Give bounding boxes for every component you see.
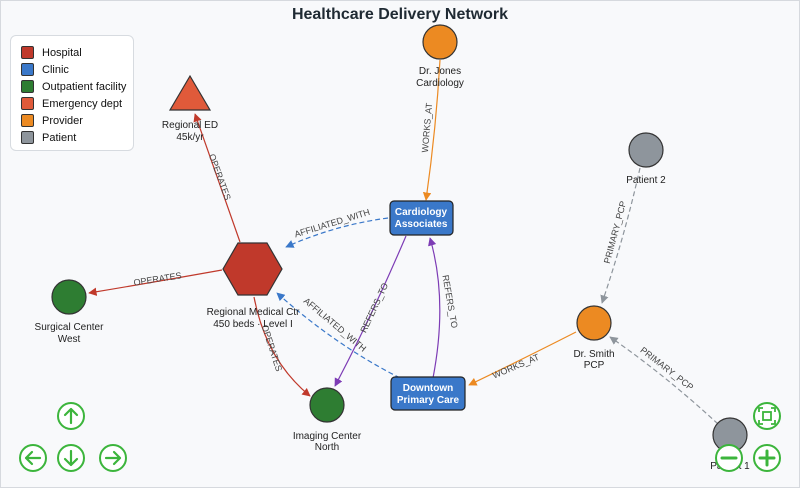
node-label: PCP — [584, 360, 605, 371]
edge-affiliated-cardiology: AFFILIATED_WITH — [285, 207, 389, 248]
node-dr-jones[interactable]: Dr. Jones Cardiology — [416, 24, 464, 89]
edge-label: OPERATES — [133, 270, 182, 287]
node-regional-ed[interactable]: Regional ED 45k/yr — [162, 74, 218, 143]
arrow-right-icon — [104, 450, 122, 466]
node-label: Surgical Center — [35, 322, 105, 333]
edge-primary-pcp-p2: PRIMARY_PCP — [600, 167, 641, 304]
pan-right-button[interactable] — [99, 444, 127, 472]
edge-label: WORKS_AT — [420, 102, 434, 153]
legend-swatch-emergency — [21, 97, 34, 110]
legend: Hospital Clinic Outpatient facility Emer… — [10, 35, 134, 151]
edge-label: OPERATES — [207, 153, 233, 202]
arrow-down-icon — [63, 449, 79, 467]
legend-swatch-patient — [21, 131, 34, 144]
node-label: 45k/yr — [176, 132, 204, 143]
diagram-title: Healthcare Delivery Network — [291, 6, 509, 23]
legend-label: Clinic — [42, 63, 69, 76]
legend-label: Provider — [42, 114, 83, 127]
node-label: Patient 2 — [626, 175, 666, 186]
legend-item-clinic: Clinic — [21, 61, 133, 78]
pan-down-button[interactable] — [57, 444, 85, 472]
pan-up-button[interactable] — [57, 402, 85, 430]
edge-primary-pcp-p1: PRIMARY_PCP — [609, 336, 719, 425]
node-cardiology-associates[interactable]: Cardiology Associates — [389, 200, 454, 236]
node-downtown-primary-care[interactable]: Downtown Primary Care — [390, 376, 466, 411]
node-surgical-center-west[interactable]: Surgical Center West — [35, 279, 105, 345]
legend-label: Emergency dept — [42, 97, 123, 110]
edge-refers-cardio-imaging: REFERS_TO — [334, 235, 407, 387]
edge-operates-surgical: OPERATES — [88, 269, 223, 296]
legend-label: Outpatient facility — [42, 80, 127, 93]
node-label: West — [58, 334, 81, 345]
legend-label: Patient — [42, 131, 77, 144]
edge-works-at-jones: WORKS_AT — [420, 59, 441, 201]
fit-view-button[interactable] — [753, 402, 781, 430]
legend-swatch-clinic — [21, 63, 34, 76]
legend-item-patient: Patient — [21, 129, 133, 146]
node-label: Imaging Center — [293, 431, 362, 442]
arrow-up-icon — [63, 407, 79, 425]
node-label: Regional ED — [162, 120, 218, 131]
edge-refers-downtown-cardio: REFERS_TO — [428, 237, 460, 379]
node-dr-smith[interactable]: Dr. Smith PCP — [573, 305, 615, 371]
node-imaging-center-north[interactable]: Imaging Center North — [293, 387, 362, 453]
node-label: Regional Medical Ctr — [207, 307, 300, 318]
zoom-in-button[interactable] — [753, 444, 781, 472]
edge-label: WORKS_AT — [491, 352, 541, 381]
edge-label: REFERS_TO — [440, 274, 459, 329]
edge-affiliated-downtown: AFFILIATED_WITH — [276, 292, 401, 379]
node-regional-medical-ctr[interactable]: Regional Medical Ctr 450 beds · Level I — [207, 242, 300, 330]
zoom-out-button[interactable] — [715, 444, 743, 472]
pan-left-button[interactable] — [19, 444, 47, 472]
edge-label: PRIMARY_PCP — [638, 345, 695, 393]
legend-label: Hospital — [42, 46, 82, 59]
edge-label: OPERATES — [260, 324, 284, 373]
legend-item-emergency: Emergency dept — [21, 95, 133, 112]
legend-swatch-provider — [21, 114, 34, 127]
legend-item-provider: Provider — [21, 112, 133, 129]
node-label: 450 beds · Level I — [213, 319, 293, 330]
node-label: Associates — [395, 219, 448, 230]
node-patient-2[interactable]: Patient 2 — [626, 132, 666, 186]
legend-swatch-outpatient — [21, 80, 34, 93]
node-label: North — [315, 442, 339, 453]
legend-item-hospital: Hospital — [21, 44, 133, 61]
legend-item-outpatient: Outpatient facility — [21, 78, 133, 95]
edge-label: AFFILIATED_WITH — [302, 296, 368, 354]
plus-icon — [758, 449, 776, 467]
fit-view-icon — [758, 407, 776, 425]
node-label: Downtown — [403, 383, 454, 394]
node-label: Cardiology — [395, 207, 448, 218]
edge-label: AFFILIATED_WITH — [293, 207, 371, 239]
edge-label: REFERS_TO — [358, 281, 390, 334]
node-label: Dr. Smith — [573, 349, 614, 360]
edge-works-at-smith: WORKS_AT — [468, 331, 577, 386]
legend-swatch-hospital — [21, 46, 34, 59]
node-label: Dr. Jones — [419, 66, 461, 77]
node-label: Cardiology — [416, 78, 464, 89]
arrow-left-icon — [24, 450, 42, 466]
node-label: Primary Care — [397, 395, 460, 406]
